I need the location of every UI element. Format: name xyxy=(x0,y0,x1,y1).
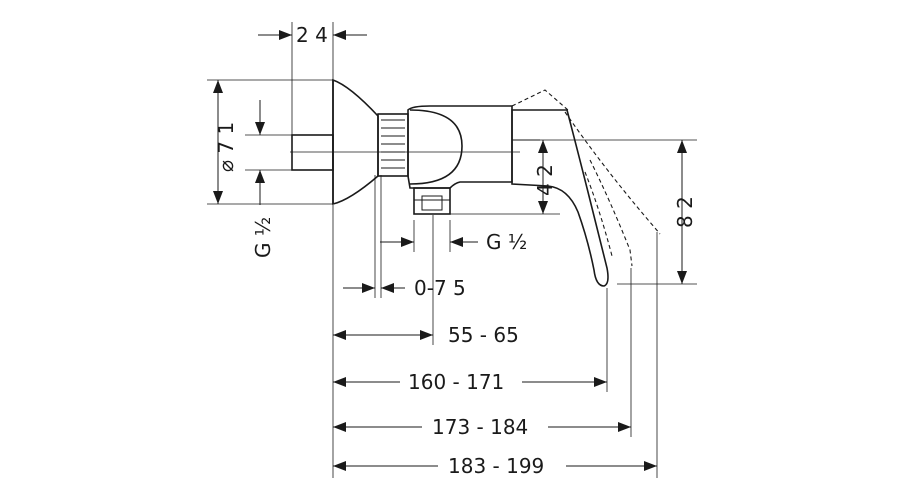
dim-lever-length-1: 160 - 171 xyxy=(408,370,504,394)
dim-lever-length-2: 173 - 184 xyxy=(432,415,528,439)
dim-inlet-thread: G ½ xyxy=(251,217,275,258)
knurl-pattern xyxy=(381,119,405,169)
dim-connection-distance: 55 - 65 xyxy=(448,323,519,347)
lever-alt-positions xyxy=(511,89,661,267)
extension-lines xyxy=(207,22,697,478)
dim-lever-length-3: 183 - 199 xyxy=(448,454,544,478)
mixer-body xyxy=(290,78,520,215)
dim-outlet-thread: G ½ xyxy=(486,230,527,254)
dimension-lines xyxy=(213,30,687,471)
dim-diameter: ⌀ 7 1 xyxy=(214,122,238,172)
dim-height-body: 4 2 xyxy=(533,164,557,196)
dim-eccentric-offset: 0-7 5 xyxy=(414,276,466,300)
dim-height-total: 8 2 xyxy=(673,196,697,228)
dim-wall-depth: 2 4 xyxy=(296,23,328,47)
lever-handle xyxy=(511,109,609,287)
dimension-labels: 2 4 ⌀ 7 1 G ½ 4 2 8 2 G ½ 0-7 5 55 - 65 … xyxy=(214,23,697,478)
